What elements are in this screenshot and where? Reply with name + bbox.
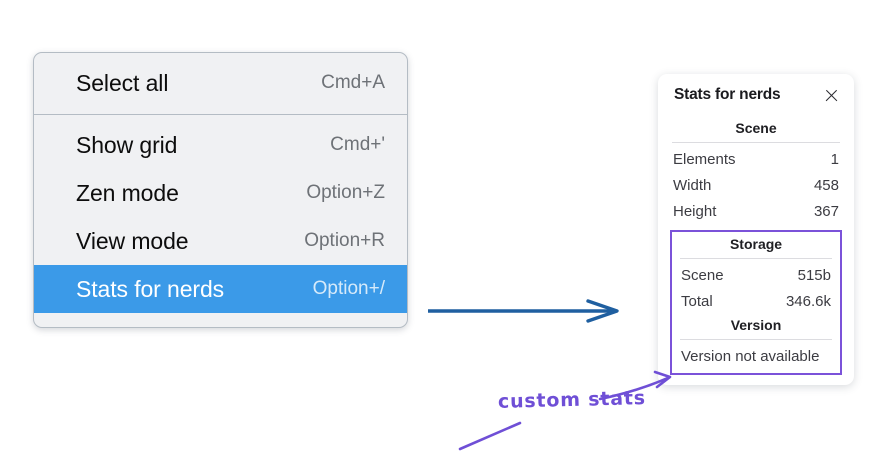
stats-group-title: Version xyxy=(730,316,782,333)
menu-item-view-mode[interactable]: View mode Option+R xyxy=(34,217,407,265)
menu-item-label: Select all xyxy=(76,69,169,96)
menu-item-shortcut: Option+/ xyxy=(312,278,385,299)
menu-item-shortcut: Option+R xyxy=(304,230,385,251)
divider xyxy=(680,338,832,340)
menu-item-label: View mode xyxy=(76,227,189,254)
close-icon[interactable] xyxy=(823,87,840,104)
menu-item-stats-for-nerds[interactable]: Stats for nerds Option+/ xyxy=(34,265,407,313)
menu-section-view: Show grid Cmd+' Zen mode Option+Z View m… xyxy=(34,114,407,327)
stats-panel-body: Scene Elements 1 Width 458 Height 367 St… xyxy=(658,118,854,375)
menu-item-shortcut: Cmd+A xyxy=(321,72,385,93)
stats-row-value: 367 xyxy=(813,202,839,220)
stats-group-version: Version Version not available xyxy=(678,315,834,367)
menu-section-primary: Select all Cmd+A xyxy=(34,53,407,114)
custom-stats-underline-stroke xyxy=(458,421,522,451)
stats-row: Total 346.6k xyxy=(678,289,834,315)
stats-row: Scene 515b xyxy=(678,263,834,289)
stats-row-value: 515b xyxy=(797,267,831,285)
stats-row-value: 346.6k xyxy=(785,293,831,311)
stats-row-key: Height xyxy=(673,202,717,220)
menu-item-shortcut: Option+Z xyxy=(306,182,385,203)
divider xyxy=(672,142,840,143)
custom-stats-annotation-label: custom stats xyxy=(497,387,647,413)
stats-panel-header: Stats for nerds xyxy=(658,86,854,104)
menu-item-select-all[interactable]: Select all Cmd+A xyxy=(34,59,407,107)
stats-for-nerds-panel: Stats for nerds Scene Elements 1 Width 4… xyxy=(658,74,854,385)
stats-row: Elements 1 xyxy=(670,147,842,173)
custom-stats-highlight-box: Storage Scene 515b Total 346.6k Version … xyxy=(670,230,842,375)
stats-group-title: Storage xyxy=(729,236,783,253)
divider xyxy=(680,258,832,260)
stats-row: Height 367 xyxy=(670,199,842,225)
flow-arrow-icon xyxy=(428,299,619,323)
stats-row-key: Elements xyxy=(673,151,736,168)
menu-item-zen-mode[interactable]: Zen mode Option+Z xyxy=(34,169,407,217)
stats-row-key: Total xyxy=(681,293,713,311)
stats-row-key: Width xyxy=(673,176,712,194)
stats-group-storage: Storage Scene 515b Total 346.6k xyxy=(678,234,834,315)
stats-row: Width 458 xyxy=(670,173,842,199)
stats-row-value: 1 xyxy=(830,151,839,168)
menu-item-label: Stats for nerds xyxy=(76,275,225,302)
menu-item-show-grid[interactable]: Show grid Cmd+' xyxy=(34,121,407,169)
stats-panel-title: Stats for nerds xyxy=(674,86,781,103)
menu-item-label: Show grid xyxy=(76,131,178,158)
stats-row-key: Scene xyxy=(681,267,724,285)
version-value: Version not available xyxy=(681,347,820,365)
menu-item-label: Zen mode xyxy=(76,179,179,206)
menu-item-shortcut: Cmd+' xyxy=(330,134,385,155)
stats-group-scene: Scene Elements 1 Width 458 Height 367 xyxy=(670,118,842,224)
context-menu[interactable]: Select all Cmd+A Show grid Cmd+' Zen mod… xyxy=(33,52,408,328)
stats-group-title: Scene xyxy=(735,120,777,136)
stats-row-value: 458 xyxy=(813,176,839,194)
